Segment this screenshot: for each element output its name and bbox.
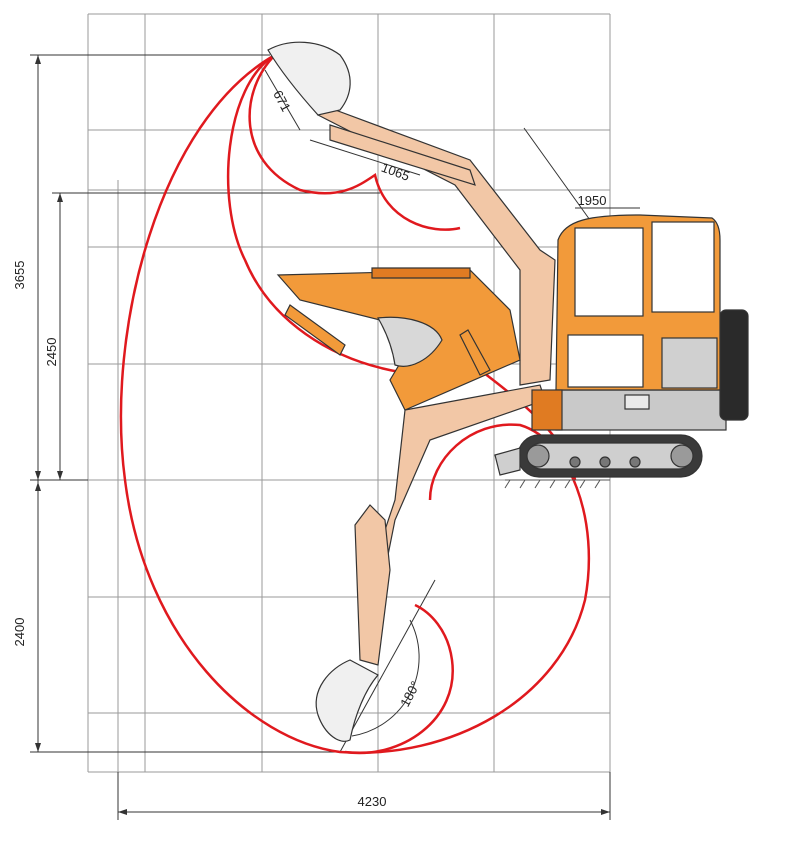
dim-cab-height: 1950	[578, 193, 607, 208]
dim-bucket-size: 671	[270, 88, 293, 114]
arm-horizontal	[276, 267, 521, 411]
swing-angle-line	[339, 579, 436, 753]
dim-height-lower: 2400	[12, 618, 27, 647]
dim-width-reach: 4230	[358, 794, 387, 809]
swing-angle-arc	[351, 619, 420, 737]
ground-line	[504, 479, 610, 489]
dim-height-upper: 2450	[44, 338, 59, 367]
excavator-body	[531, 214, 749, 431]
dim-height-total: 3655	[12, 261, 27, 290]
dimension-arrows	[35, 55, 610, 815]
crawler-tracks	[494, 434, 703, 478]
arm-lowered	[315, 384, 546, 742]
arm-raised	[267, 41, 556, 386]
